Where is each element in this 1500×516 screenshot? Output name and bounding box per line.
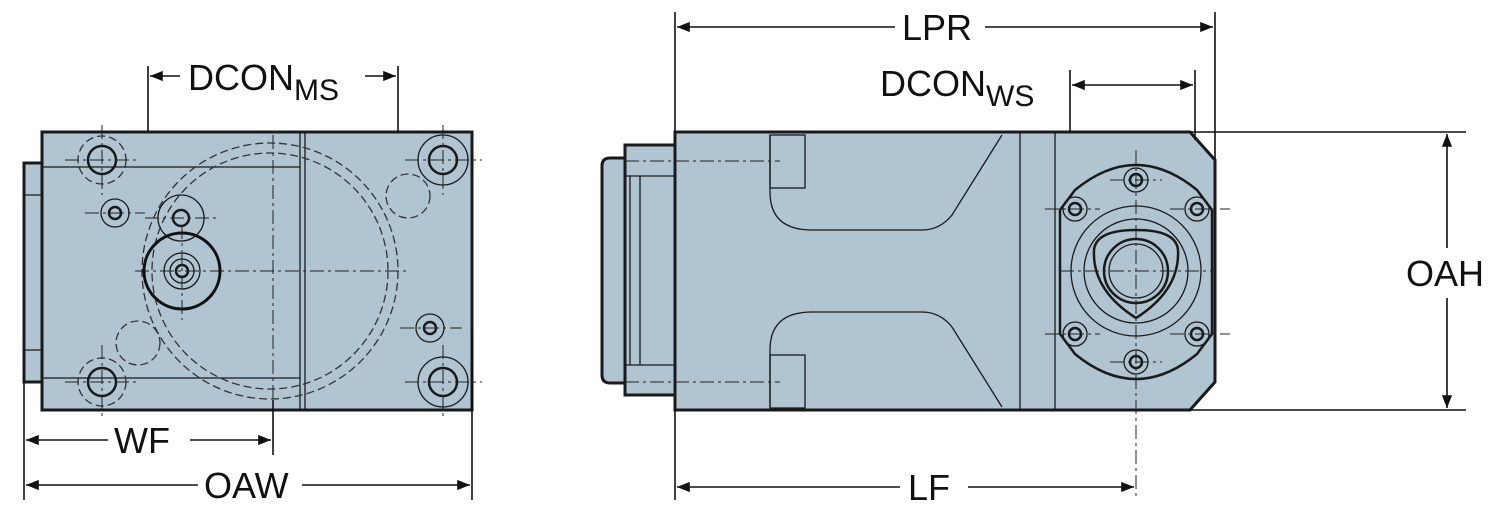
dimension-lpr: LPR (674, 7, 1216, 160)
screw-icon (85, 194, 462, 343)
svg-text:DCONMS: DCONMS (188, 57, 339, 107)
side-view-shank (623, 143, 679, 397)
lpr-label: LPR (902, 7, 972, 48)
side-view (600, 130, 1230, 500)
dimension-lf: LF (674, 410, 1134, 508)
dimension-dcon-ms: DCONMS (147, 57, 399, 132)
side-view-adapter (600, 156, 627, 385)
svg-text:DCONWS: DCONWS (880, 63, 1034, 113)
end-view-body (40, 130, 474, 412)
dimension-oah: OAH (1190, 131, 1484, 411)
oah-label: OAH (1406, 253, 1484, 294)
oaw-label: OAW (204, 465, 289, 506)
tool-interface-flange (1058, 150, 1215, 500)
end-view (22, 125, 482, 420)
lf-label: LF (908, 467, 950, 508)
dimension-dcon-ws: DCONWS (880, 63, 1196, 140)
dcon-ms-subscript: MS (294, 74, 339, 107)
dcon-ws-label: DCON (880, 63, 986, 104)
flange-bolt-icon (1045, 167, 1230, 375)
bolt-hole-icon (65, 125, 482, 420)
wf-label: WF (114, 420, 170, 461)
dimension-wf: WF (23, 382, 274, 500)
dcon-ws-subscript: WS (986, 80, 1034, 113)
dcon-ms-label: DCON (188, 57, 294, 98)
dimension-oaw: OAW (25, 330, 473, 506)
drive-spindle-icon (142, 225, 222, 320)
